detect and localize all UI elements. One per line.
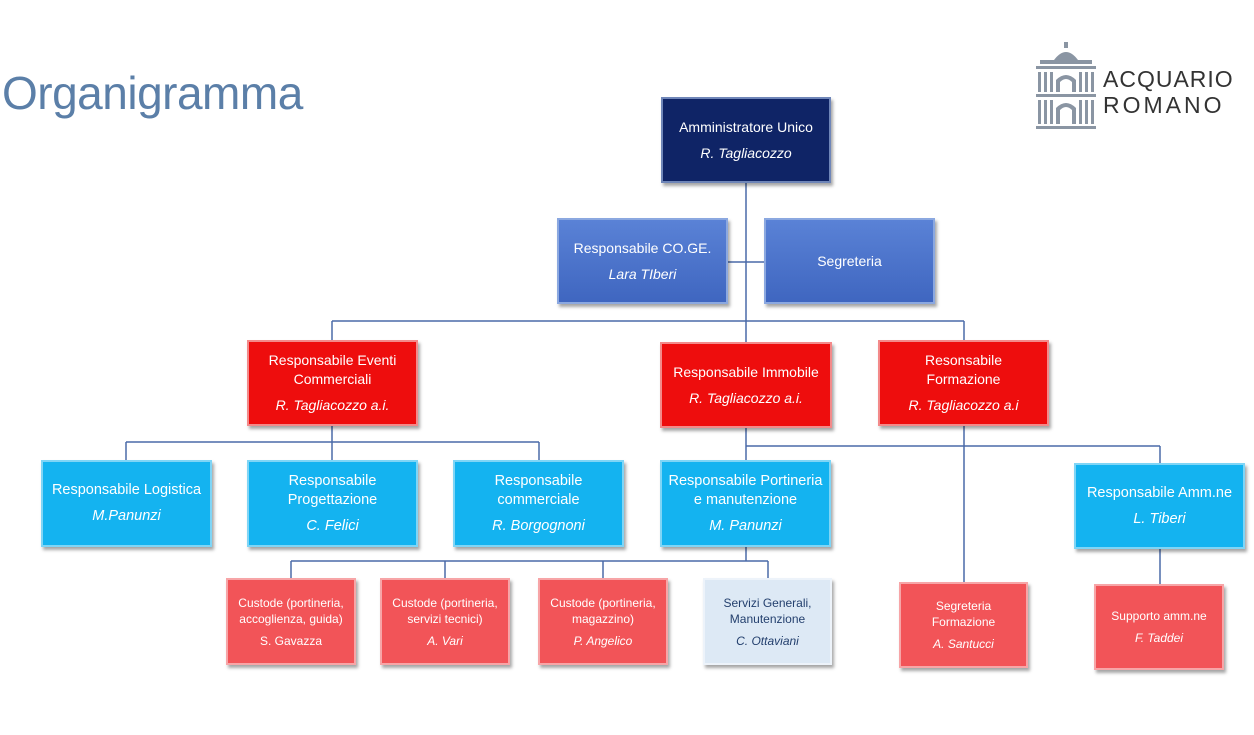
node-person: R. Borgognoni [492,517,585,534]
node-role: Servizi Generali, Manutenzione [723,595,812,626]
node-person: M. Panunzi [709,517,782,534]
node-person: C. Felici [306,517,359,534]
node-role: Custode (portineria, magazzino) [550,595,656,626]
node-role: Resonsabile Formazione [924,352,1003,387]
node-segreteria-formazione: Segreteria Formazione A. Santucci [899,582,1028,668]
node-responsabile-progettazione: Responsabile Progettazione C. Felici [247,460,418,547]
node-person: A. Vari [427,633,463,648]
node-person: R. Tagliacozzo a.i. [689,389,803,406]
node-supporto-ammne: Supporto amm.ne F. Taddei [1094,584,1224,670]
node-person: F. Taddei [1134,631,1184,645]
node-role: Responsabile Portineria e manutenzione [668,472,823,508]
node-person: S. Gavazza [259,633,323,648]
node-person: A. Santucci [933,637,994,651]
node-responsabile-formazione: Resonsabile Formazione R. Tagliacozzo a.… [878,340,1049,426]
node-person: C. Ottaviani [736,633,799,648]
node-role: Custode (portineria, accoglienza, guida) [238,595,344,626]
node-role: Responsabile Logistica [51,482,202,498]
node-person: M.Panunzi [92,508,161,524]
node-responsabile-ammne: Responsabile Amm.ne L. Tiberi [1074,463,1245,549]
node-responsabile-portineria: Responsabile Portineria e manutenzione M… [660,460,831,547]
node-role: Segreteria Formazione [931,599,996,629]
node-role: Supporto amm.ne [1111,609,1207,623]
node-responsabile-logistica: Responsabile Logistica M.Panunzi [41,460,212,547]
node-role: Segreteria [817,252,882,269]
node-person: R. Tagliacozzo a.i. [275,397,390,413]
node-role: Responsabile Amm.ne [1086,484,1233,501]
building-icon [1036,42,1096,129]
node-person: Lara TIberi [608,265,677,282]
node-role: Responsabile CO.GE. [573,239,712,256]
node-custode-vari: Custode (portineria, servizi tecnici) A.… [380,578,510,665]
node-person: P. Angelico [573,633,633,648]
logo-text-line1: ACQUARIO [1103,66,1234,92]
node-role: Responsabile commerciale [494,472,583,508]
node-role: Responsabile Eventi Commerciali [268,352,397,387]
node-role: Amministratore Unico [679,118,813,135]
logo-text-line2: ROMANO [1103,92,1225,118]
node-responsabile-coge: Responsabile CO.GE. Lara TIberi [557,218,728,304]
node-responsabile-immobile: Responsabile Immobile R. Tagliacozzo a.i… [660,342,832,428]
node-role: Responsabile Immobile [673,363,819,380]
node-person: R. Tagliacozzo a.i [908,397,1019,413]
node-role: Responsabile Progettazione [287,472,378,508]
page-title: Organigramma [2,67,303,119]
node-servizi-generali: Servizi Generali, Manutenzione C. Ottavi… [703,578,832,665]
node-custode-gavazza: Custode (portineria, accoglienza, guida)… [226,578,356,665]
node-person: R. Tagliacozzo [700,144,792,161]
node-amministratore-unico: Amministratore Unico R. Tagliacozzo [661,97,831,183]
node-responsabile-commerciale: Responsabile commerciale R. Borgognoni [453,460,624,547]
node-person: L. Tiberi [1133,510,1186,527]
node-custode-angelico: Custode (portineria, magazzino) P. Angel… [538,578,668,665]
node-responsabile-eventi: Responsabile Eventi Commerciali R. Tagli… [247,340,418,426]
node-segreteria: Segreteria [764,218,935,304]
node-role: Custode (portineria, servizi tecnici) [392,595,498,626]
acquario-romano-logo: ACQUARIO ROMANO [1034,40,1234,132]
